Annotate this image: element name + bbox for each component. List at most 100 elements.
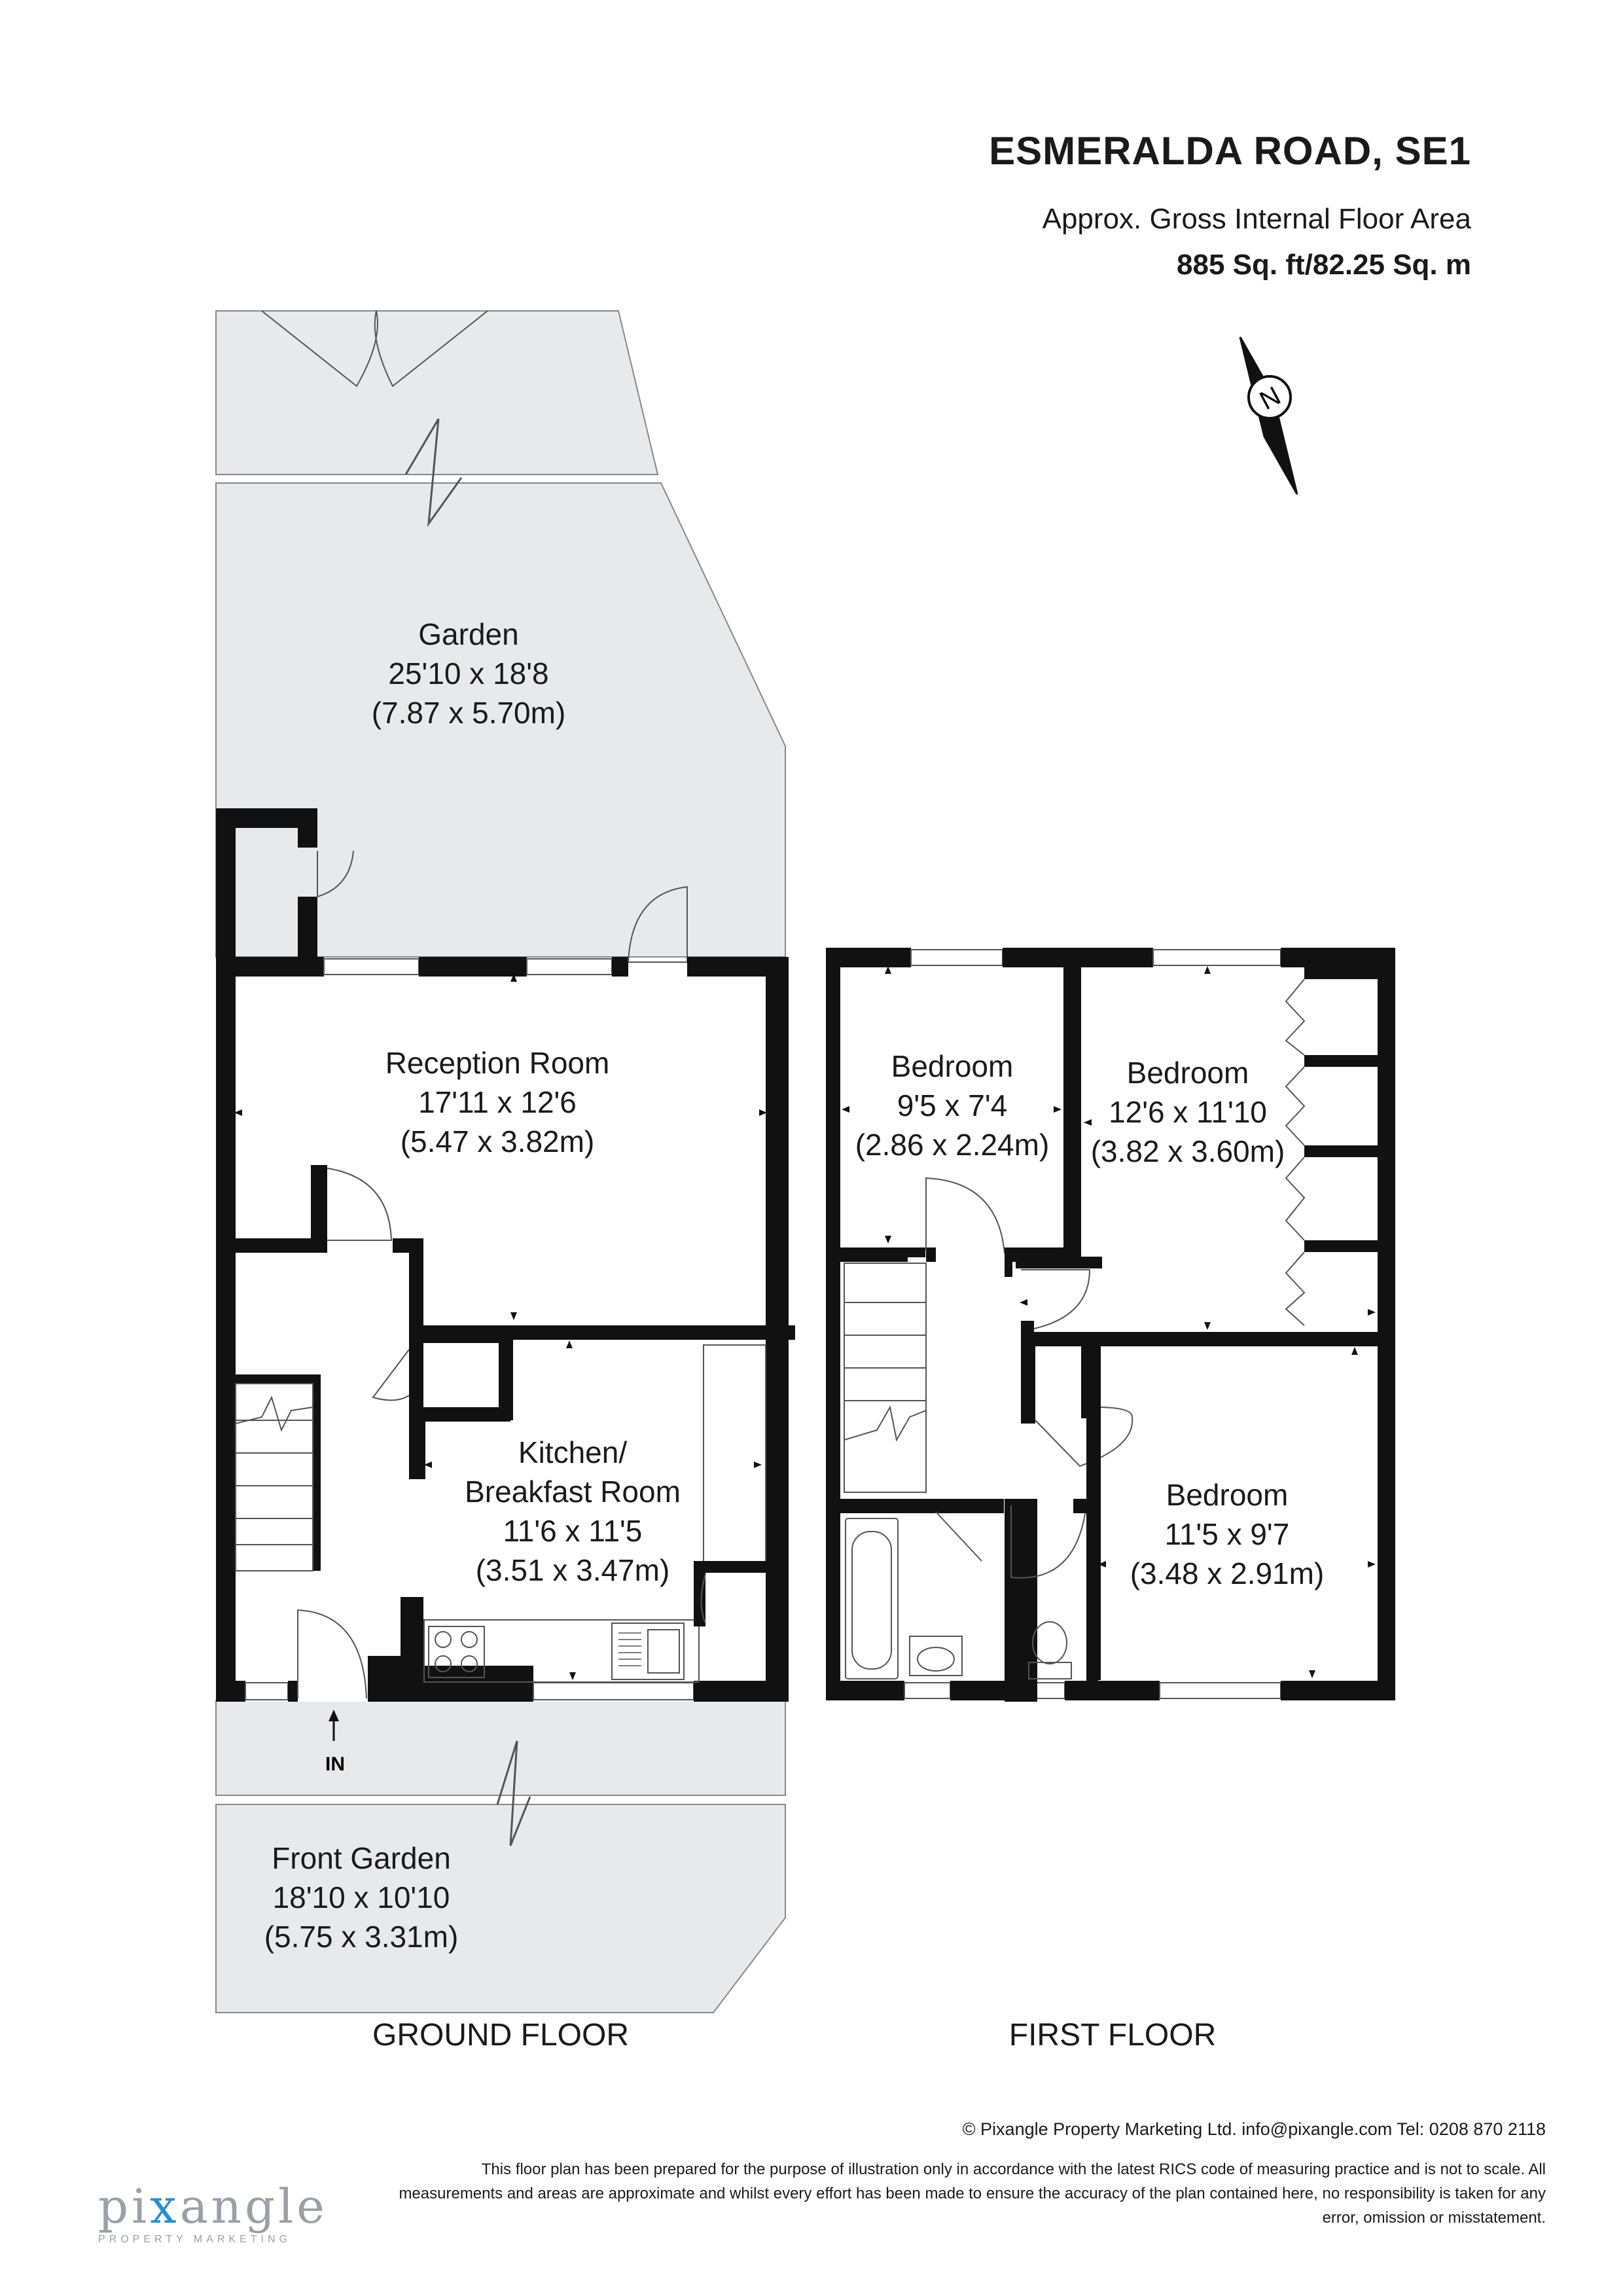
copyright-text: © Pixangle Property Marketing Ltd. info@… bbox=[962, 2119, 1546, 2139]
garden-top-strip bbox=[215, 310, 659, 475]
bedroom2-size-metric: (3.82 x 3.60m) bbox=[1091, 1134, 1285, 1168]
gate-door-right bbox=[374, 310, 488, 387]
wall bbox=[687, 957, 789, 977]
staircase bbox=[844, 1263, 927, 1493]
garden-size-metric: (7.87 x 5.70m) bbox=[372, 696, 566, 730]
wall bbox=[1281, 1681, 1395, 1700]
dimension-arrows bbox=[842, 966, 1376, 1678]
bedroom3-name: Bedroom bbox=[1166, 1478, 1289, 1512]
wall bbox=[1078, 967, 1081, 1262]
wc-cistern bbox=[1028, 1662, 1072, 1679]
wall bbox=[236, 1238, 321, 1253]
wall bbox=[216, 957, 236, 1702]
area-value: 885 Sq. ft/82.25 Sq. m bbox=[1177, 249, 1471, 281]
window bbox=[904, 1682, 951, 1699]
reception-size-metric: (5.47 x 3.82m) bbox=[401, 1124, 595, 1158]
reception-name: Reception Room bbox=[385, 1046, 610, 1080]
wall bbox=[612, 957, 628, 977]
wall bbox=[499, 1338, 513, 1420]
wall bbox=[1304, 1145, 1380, 1157]
compass-icon: N bbox=[1239, 336, 1298, 495]
bedroom2-name: Bedroom bbox=[1127, 1056, 1249, 1090]
ground-floor-label: GROUND FLOOR bbox=[372, 2018, 629, 2053]
wall bbox=[1281, 948, 1395, 967]
logo-tagline: PROPERTY MARKETING bbox=[98, 2234, 291, 2245]
door bbox=[372, 1349, 410, 1401]
gate-door-left bbox=[261, 310, 378, 387]
room-label-bedroom-3: Bedroom 11'5 x 9'7 (3.48 x 2.91m) bbox=[1130, 1478, 1325, 1590]
door bbox=[1021, 1269, 1091, 1329]
door bbox=[925, 1177, 1005, 1254]
room-label-kitchen: Kitchen/ Breakfast Room 11'6 x 11'5 (3.5… bbox=[465, 1435, 681, 1587]
front-door bbox=[297, 1609, 367, 1699]
property-title: ESMERALDA ROAD, SE1 bbox=[989, 129, 1471, 173]
room-label-garden: Garden 25'10 x 18'8 (7.87 x 5.70m) bbox=[372, 617, 566, 730]
wall bbox=[216, 1681, 245, 1702]
wall bbox=[1003, 948, 1153, 967]
wall bbox=[840, 1247, 925, 1257]
wall bbox=[298, 808, 317, 848]
pixangle-logo: pixangle PROPERTY MARKETING bbox=[98, 2183, 328, 2246]
wall bbox=[1005, 1247, 1012, 1277]
staircase bbox=[235, 1383, 313, 1571]
garden-name: Garden bbox=[418, 617, 518, 651]
wall bbox=[694, 1681, 789, 1702]
room-label-bedroom-2: Bedroom 12'6 x 11'10 (3.82 x 3.60m) bbox=[1091, 1056, 1285, 1168]
logo-text-pre: pi bbox=[98, 2179, 151, 2234]
wall bbox=[1065, 1681, 1160, 1700]
wall bbox=[409, 1407, 425, 1479]
first-floor-label: FIRST FLOOR bbox=[1009, 2018, 1216, 2053]
basin-bowl bbox=[917, 1647, 955, 1672]
wall bbox=[1005, 1499, 1037, 1702]
break-mark bbox=[404, 418, 463, 528]
room-label-bedroom-1: Bedroom 9'5 x 7'4 (2.86 x 2.24m) bbox=[855, 1049, 1050, 1162]
sink bbox=[611, 1623, 685, 1680]
room-label-front-garden: Front Garden 18'10 x 10'10 (5.75 x 3.31m… bbox=[264, 1841, 459, 1954]
wardrobe-doors bbox=[1285, 978, 1306, 1326]
wall bbox=[926, 1247, 936, 1262]
wall bbox=[1304, 1240, 1380, 1252]
wall bbox=[368, 1656, 423, 1702]
hob bbox=[428, 1626, 485, 1678]
area-caption: Approx. Gross Internal Floor Area bbox=[1042, 203, 1471, 235]
wall bbox=[419, 957, 527, 977]
basin bbox=[909, 1636, 963, 1676]
window bbox=[323, 958, 419, 975]
wall bbox=[694, 1561, 772, 1573]
wall bbox=[409, 1238, 423, 1348]
bedroom1-size-imperial: 9'5 x 7'4 bbox=[897, 1088, 1007, 1122]
break-mark bbox=[496, 1740, 531, 1846]
window bbox=[1152, 949, 1281, 966]
bedroom1-name: Bedroom bbox=[891, 1049, 1014, 1083]
wall bbox=[840, 1499, 1004, 1513]
wall bbox=[1021, 1332, 1035, 1424]
bath bbox=[845, 1518, 899, 1679]
logo-wordmark: pixangle bbox=[98, 2183, 328, 2230]
wall bbox=[422, 1325, 795, 1340]
wall bbox=[311, 1165, 327, 1253]
front-garden-name: Front Garden bbox=[272, 1841, 451, 1875]
bedroom3-size-metric: (3.48 x 2.91m) bbox=[1130, 1556, 1325, 1590]
disclaimer-text: This floor plan has been prepared for th… bbox=[399, 2161, 1546, 2227]
window bbox=[533, 1682, 694, 1700]
window bbox=[526, 958, 613, 975]
window bbox=[1159, 1682, 1281, 1699]
garden-size-imperial: 25'10 x 18'8 bbox=[388, 656, 548, 691]
cupboard-door bbox=[317, 850, 354, 898]
bedroom3-size-imperial: 11'5 x 9'7 bbox=[1165, 1517, 1290, 1551]
wall bbox=[236, 1374, 321, 1384]
logo-text-post: angle bbox=[179, 2179, 328, 2234]
kitchen-name-line1: Kitchen/ bbox=[518, 1435, 627, 1469]
entrance-label: IN bbox=[325, 1753, 345, 1775]
front-garden-size-imperial: 18'10 x 10'10 bbox=[273, 1880, 450, 1914]
kitchen-size-metric: (3.51 x 3.47m) bbox=[476, 1553, 670, 1587]
front-garden-area bbox=[215, 1804, 786, 2013]
wall bbox=[694, 1561, 705, 1626]
wall bbox=[1304, 1055, 1380, 1067]
front-path bbox=[215, 1700, 786, 1796]
dimension-arrows bbox=[234, 974, 767, 1680]
wall bbox=[1021, 1332, 1394, 1346]
kitchen-worktop bbox=[423, 1619, 700, 1683]
bedroom1-size-metric: (2.86 x 2.24m) bbox=[855, 1128, 1050, 1162]
entrance-arrow-head bbox=[329, 1710, 339, 1721]
